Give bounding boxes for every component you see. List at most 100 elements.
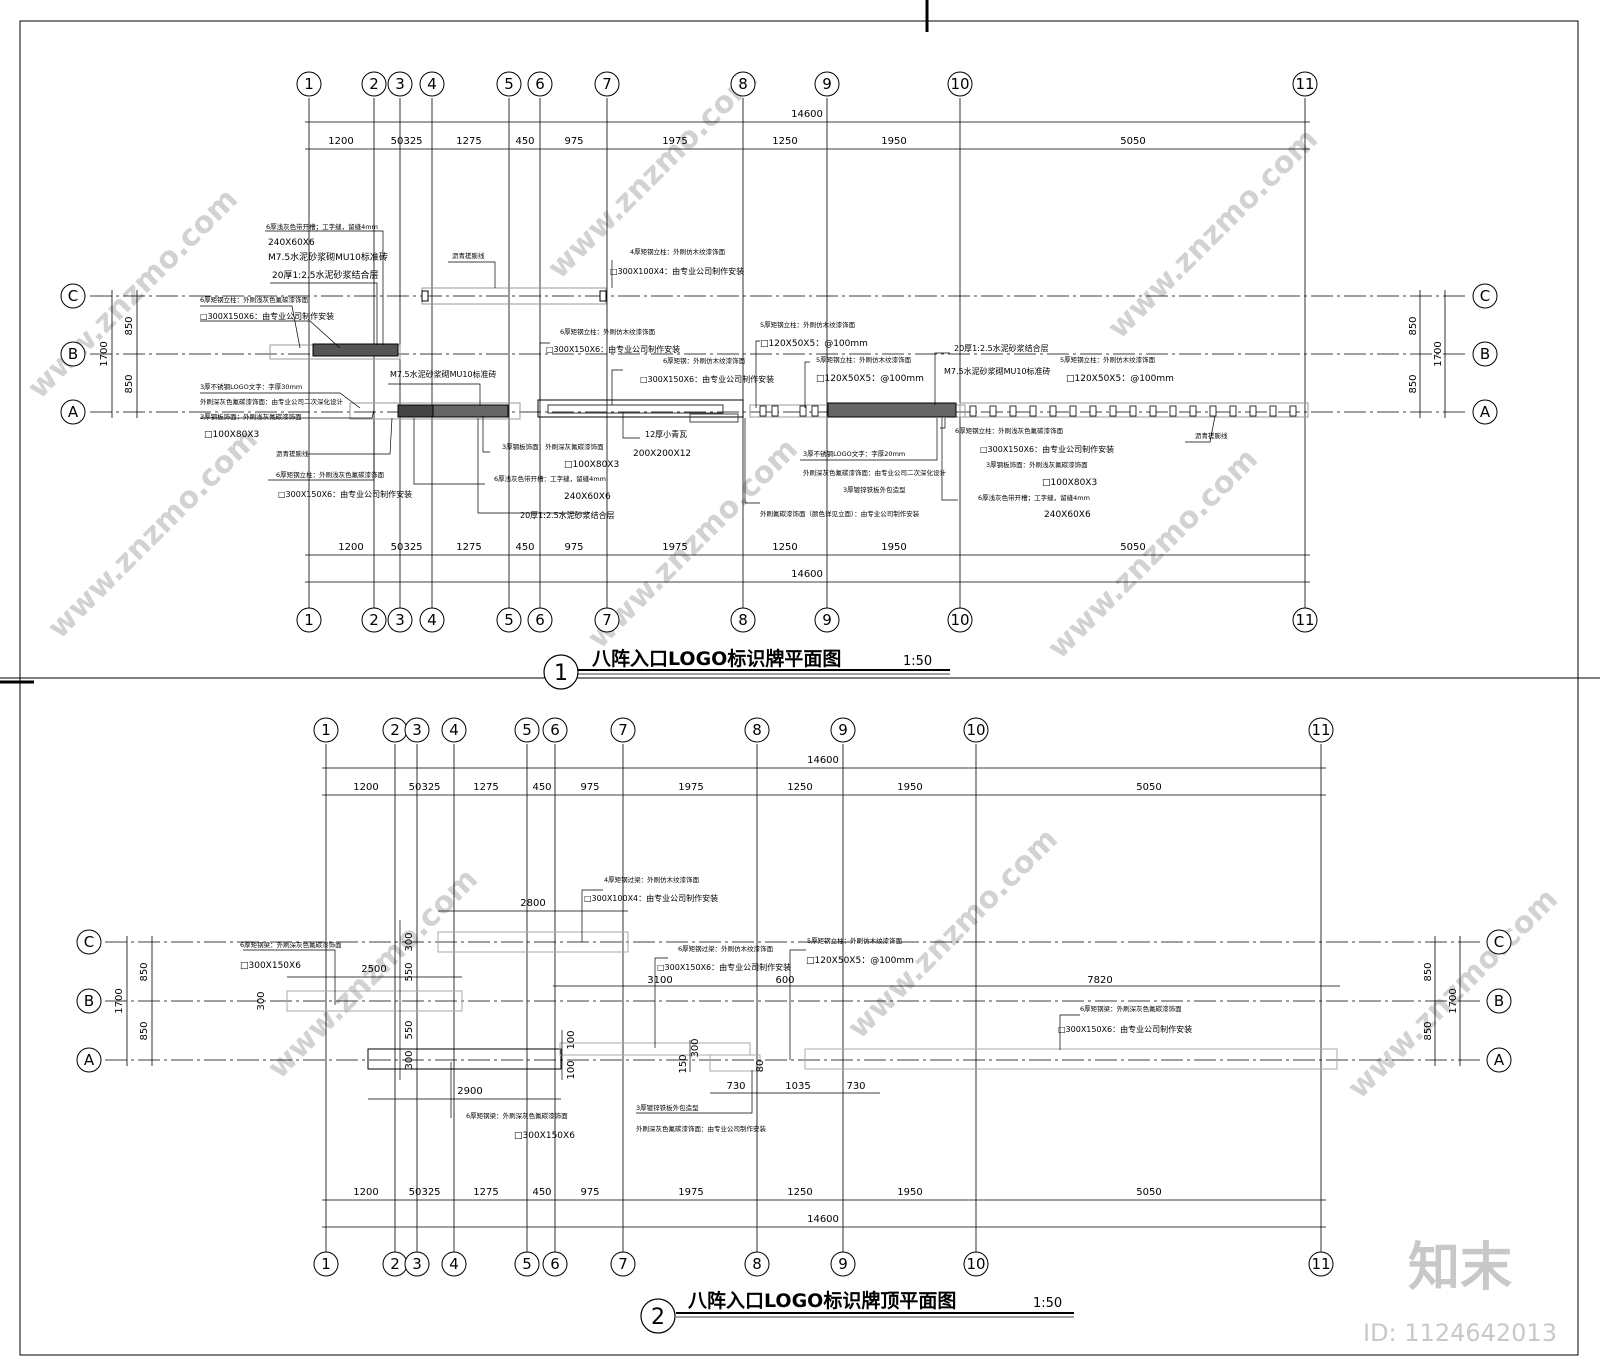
axis-label: B xyxy=(1480,345,1490,363)
dim: 1200 xyxy=(353,1187,378,1198)
note: □300X100X4：由专业公司制作安装 xyxy=(584,893,718,903)
plan1-dims-top: 1200 50 325 1275 450 975 1975 1250 1950 … xyxy=(328,136,1145,147)
note: □120X50X5：@100mm xyxy=(816,374,924,384)
note: M7.5水泥砂浆砌MU10标准砖 xyxy=(944,366,1051,376)
axis-bubble xyxy=(730,71,756,97)
drawing-title: 八阵入口LOGO标识牌平面图 xyxy=(592,647,841,670)
note: □300X150X6：由专业公司制作安装 xyxy=(980,444,1114,454)
note: □120X50X5：@100mm xyxy=(806,956,914,966)
dim: 300 xyxy=(256,991,267,1010)
drawing-title: 八阵入口LOGO标识牌顶平面图 xyxy=(688,1289,956,1312)
axis-label: 1 xyxy=(321,721,331,739)
dim: 2800 xyxy=(520,898,545,909)
dim: 1975 xyxy=(678,782,703,793)
dim: 850 xyxy=(124,374,135,393)
plan2-leaders xyxy=(243,889,1080,1118)
plan2-dims-bottom: 1200 50 325 1275 450 975 1975 1250 1950 … xyxy=(353,1187,1161,1198)
plan1-structure xyxy=(269,287,1309,423)
axis-label: 7 xyxy=(602,611,612,629)
axis-label: 9 xyxy=(822,611,832,629)
axis-label: 11 xyxy=(1311,721,1330,739)
note: □300X150X6：由专业公司制作安装 xyxy=(1058,1024,1192,1034)
axis-label: 9 xyxy=(838,1255,848,1273)
dim: 1200 xyxy=(328,136,353,147)
note: 6厚浅灰色带开槽；工字缝，留缝4mm xyxy=(978,493,1090,502)
axis-label: 1 xyxy=(321,1255,331,1273)
dim: 730 xyxy=(726,1081,745,1092)
note: 240X60X6 xyxy=(564,492,611,502)
brand-logo-text: 知末 xyxy=(1408,1238,1512,1298)
dim: 1275 xyxy=(456,542,481,553)
dim: 5050 xyxy=(1136,1187,1161,1198)
plan1-side-bubbles xyxy=(60,283,1498,425)
axis-label: B xyxy=(84,992,94,1010)
dim: 1950 xyxy=(897,1187,922,1198)
note: □120X50X5：@100mm xyxy=(1066,374,1174,384)
dim: 50 xyxy=(391,542,404,553)
axis-label: 10 xyxy=(966,1255,985,1273)
axis-bubble xyxy=(814,71,840,97)
dim: 50 xyxy=(409,1187,422,1198)
note: □300X150X6：由专业公司制作安装 xyxy=(200,311,334,321)
dim: 1950 xyxy=(881,136,906,147)
plan2-top-bubbles xyxy=(313,717,1334,743)
plan2-bottom-bubble-labels: 1 2 3 4 5 6 7 8 9 10 11 xyxy=(321,1255,1330,1273)
drawing-scale: 1:50 xyxy=(903,654,932,669)
axis-label: 10 xyxy=(950,75,969,93)
note: 5厚矩钢立柱：外刷仿木纹漆饰面 xyxy=(760,320,856,329)
note: 6厚矩钢立柱：外刷浅灰色氟碳漆饰面 xyxy=(955,426,1064,435)
plan2-bottom-bubbles xyxy=(313,1251,1334,1277)
axis-label: C xyxy=(1480,287,1490,305)
dim: 7820 xyxy=(1087,975,1112,986)
axis-bubble xyxy=(419,71,445,97)
plan1-slats xyxy=(759,405,1297,417)
dim: 325 xyxy=(421,1187,440,1198)
note: 20厚1:2.5水泥砂浆结合层 xyxy=(272,269,379,281)
dim: 975 xyxy=(564,136,583,147)
note: □300X100X4：由专业公司制作安装 xyxy=(610,266,744,276)
dim: 3100 xyxy=(647,975,672,986)
axis-label: B xyxy=(68,345,78,363)
brand-watermark: 知末 ID: 1124642013 xyxy=(1363,1238,1557,1347)
note: □300X150X6：由专业公司制作安装 xyxy=(657,962,791,972)
dim: 450 xyxy=(532,1187,551,1198)
plan2-side-bubbles xyxy=(76,929,1512,1073)
dim: 1035 xyxy=(785,1081,810,1092)
plan1-bottom-bubbles xyxy=(296,607,1318,633)
axis-label: C xyxy=(68,287,78,305)
note: 沥青搓膨线 xyxy=(452,251,485,260)
plan1-dim-lines-bottom xyxy=(305,554,1310,583)
dim: 300 xyxy=(404,932,415,951)
axis-bubble xyxy=(594,71,620,97)
watermark-site-1: www.znzmo.com xyxy=(21,182,245,406)
note: 5厚矩钢立柱：外刷仿木纹漆饰面 xyxy=(816,355,912,364)
dim: 100 xyxy=(566,1030,577,1049)
note: 240X60X6 xyxy=(268,238,315,248)
dim: 80 xyxy=(755,1060,766,1073)
axis-bubble xyxy=(947,71,973,97)
note: 6厚浅灰色带开槽；工字缝，留缝4mm xyxy=(266,222,378,231)
dim: 850 xyxy=(1408,316,1419,335)
axis-label: C xyxy=(84,933,94,951)
axis-label: 4 xyxy=(427,75,437,93)
dim: 300 xyxy=(404,1050,415,1069)
dim: 1250 xyxy=(772,542,797,553)
axis-label: 9 xyxy=(838,721,848,739)
note: 3厚钢板饰面：外刷浅灰氟碳漆饰面 xyxy=(200,412,302,421)
dim: 2900 xyxy=(457,1086,482,1097)
axis-label: 10 xyxy=(950,611,969,629)
dim: 850 xyxy=(139,1021,150,1040)
dim: 1275 xyxy=(473,782,498,793)
dim: 450 xyxy=(515,136,534,147)
dim: 325 xyxy=(421,782,440,793)
dim: 1200 xyxy=(338,542,363,553)
plan1-dims-bottom: 1200 50 325 1275 450 975 1975 1250 1950 … xyxy=(338,542,1145,553)
note: 6厚矩钢立柱：外刷浅灰色氟碳漆饰面 xyxy=(276,470,385,479)
axis-label: 5 xyxy=(504,75,514,93)
dim: 5050 xyxy=(1136,782,1161,793)
note: 6厚矩钢梁：外刷深灰色氟碳漆饰面 xyxy=(1080,1004,1182,1013)
dim: 1950 xyxy=(897,782,922,793)
dim: 1250 xyxy=(787,1187,812,1198)
note: 6厚矩钢梁：外刷深灰色氟碳漆饰面 xyxy=(466,1111,568,1120)
